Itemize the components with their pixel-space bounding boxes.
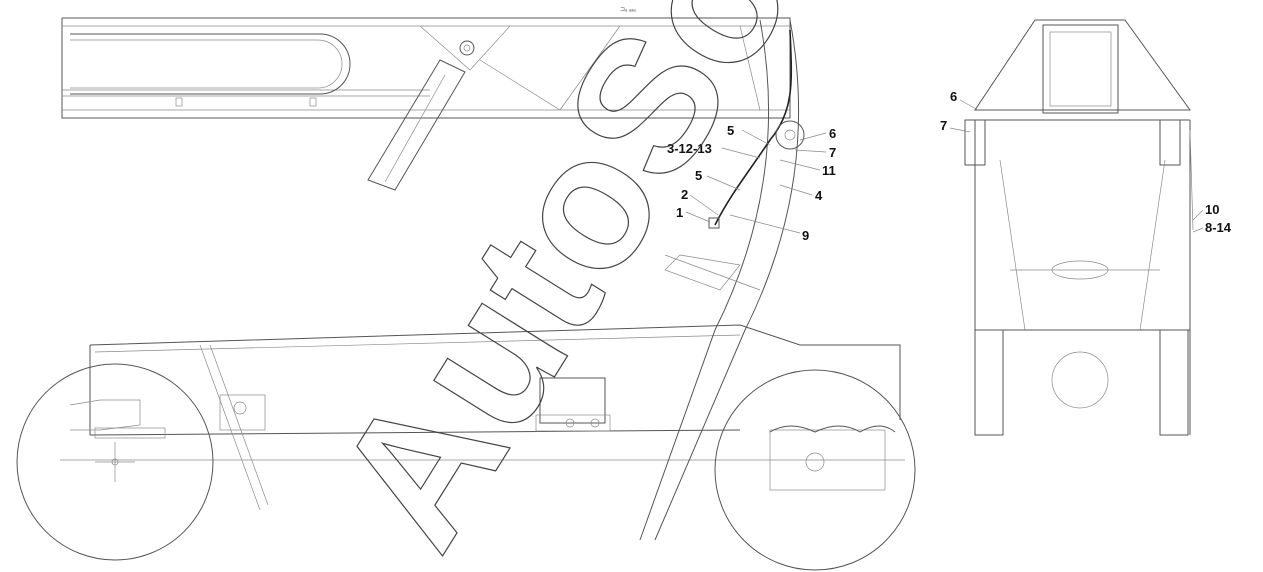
label-1: 1 <box>676 205 683 220</box>
front-label-6: 6 <box>950 89 957 104</box>
front-view <box>964 19 1194 436</box>
header-mark: ⊐ₐ ₐₐₐ <box>620 7 636 13</box>
front-label-8-14: 8-14 <box>1205 220 1232 235</box>
part-labels: 5 3-12-13 5 2 1 6 7 11 4 9 6 7 10 8-14 <box>667 89 1232 243</box>
watermark-text: AutoSoft <box>295 0 900 572</box>
leader-lines <box>685 99 1204 234</box>
front-label-10: 10 <box>1205 202 1219 217</box>
label-2: 2 <box>681 187 688 202</box>
label-9: 9 <box>802 228 809 243</box>
mast <box>639 19 805 541</box>
label-5-lower: 5 <box>695 168 702 183</box>
label-6: 6 <box>829 126 836 141</box>
label-11: 11 <box>822 163 836 178</box>
upper-boom <box>61 17 791 191</box>
label-7: 7 <box>829 145 836 160</box>
chassis-frame <box>60 324 905 511</box>
label-5-upper: 5 <box>727 123 734 138</box>
front-label-7: 7 <box>940 118 947 133</box>
label-4: 4 <box>815 188 823 203</box>
label-3-12-13: 3-12-13 <box>667 141 712 156</box>
front-wheel <box>16 363 214 561</box>
rear-wheel <box>714 369 916 571</box>
